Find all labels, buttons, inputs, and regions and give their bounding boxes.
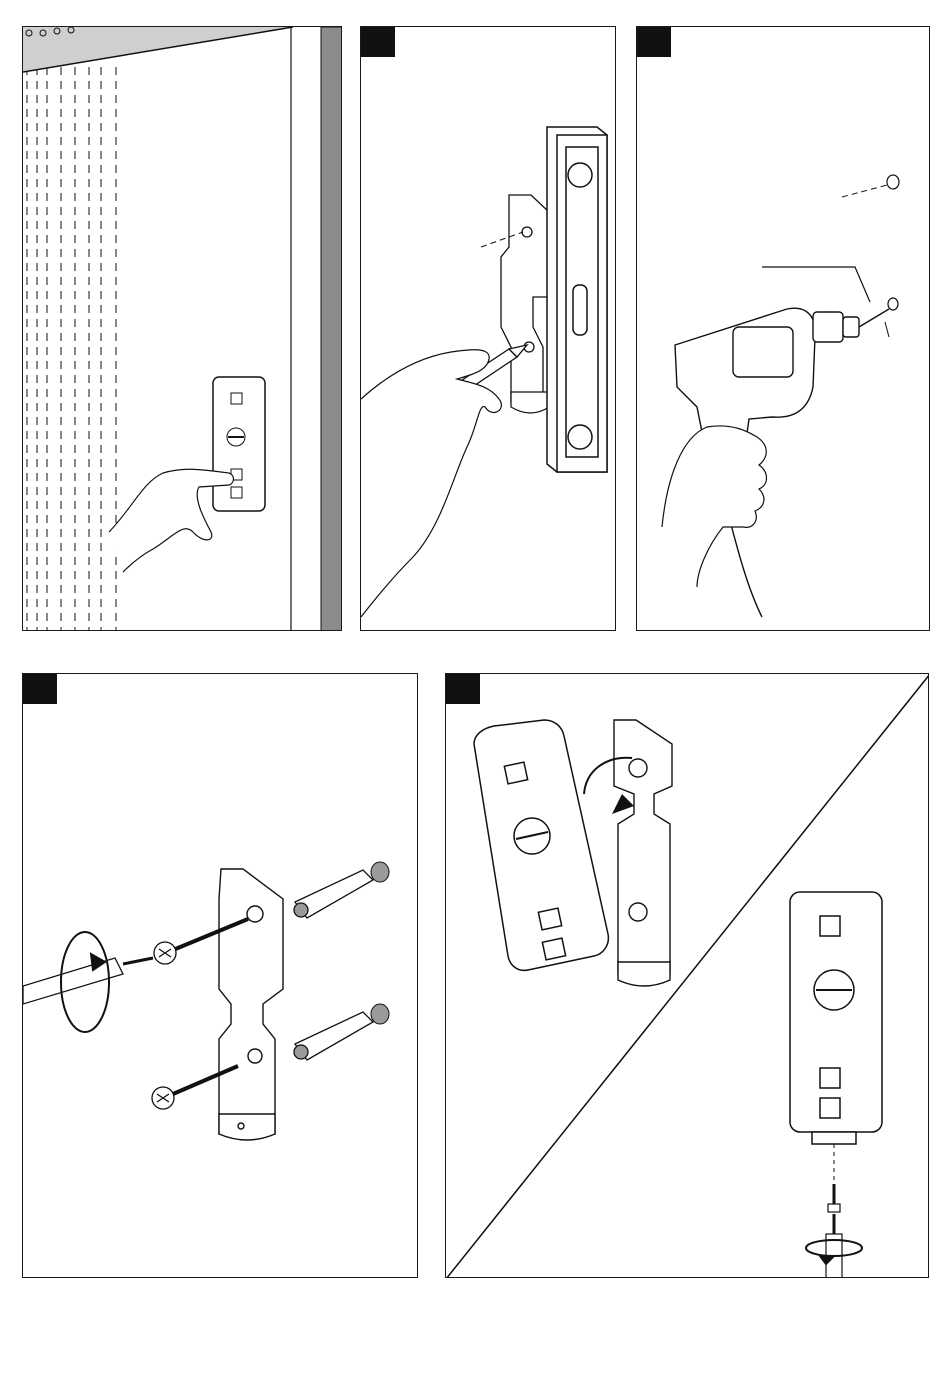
- step-3-panel: [636, 26, 930, 631]
- button-unit-icon: [213, 377, 265, 511]
- step-4-illustration: [23, 674, 418, 1278]
- button-unit-icon: [790, 892, 882, 1144]
- step-4-panel: [22, 673, 418, 1278]
- screw-icon: [828, 1184, 840, 1212]
- wall-hole-disc: [371, 862, 389, 1024]
- hand-icon: [109, 469, 234, 572]
- callout-line: [762, 267, 870, 302]
- wall-plug-icon: [294, 870, 373, 1060]
- screwdriver-icon: [23, 958, 153, 1004]
- spirit-level-icon: [547, 127, 607, 472]
- step-5-panel: [445, 673, 929, 1278]
- screwdriver-icon: [826, 1214, 842, 1278]
- button-unit-icon: [474, 720, 608, 970]
- step-2-panel: [360, 26, 616, 631]
- bracket-icon: [219, 869, 283, 1140]
- step-1-illustration: [23, 27, 342, 631]
- step-5-illustration: [446, 674, 929, 1278]
- curtain-dashed-lines: [27, 67, 116, 631]
- bracket-icon: [501, 195, 549, 413]
- hand-icon: [662, 426, 767, 587]
- drill-hole-marks: [887, 175, 899, 310]
- hand-icon: [361, 350, 501, 617]
- door-frame-shade: [321, 27, 342, 631]
- step-3-illustration: [637, 27, 930, 631]
- step-1-panel: [22, 26, 342, 631]
- bracket-icon: [614, 720, 672, 986]
- step-2-illustration: [361, 27, 616, 631]
